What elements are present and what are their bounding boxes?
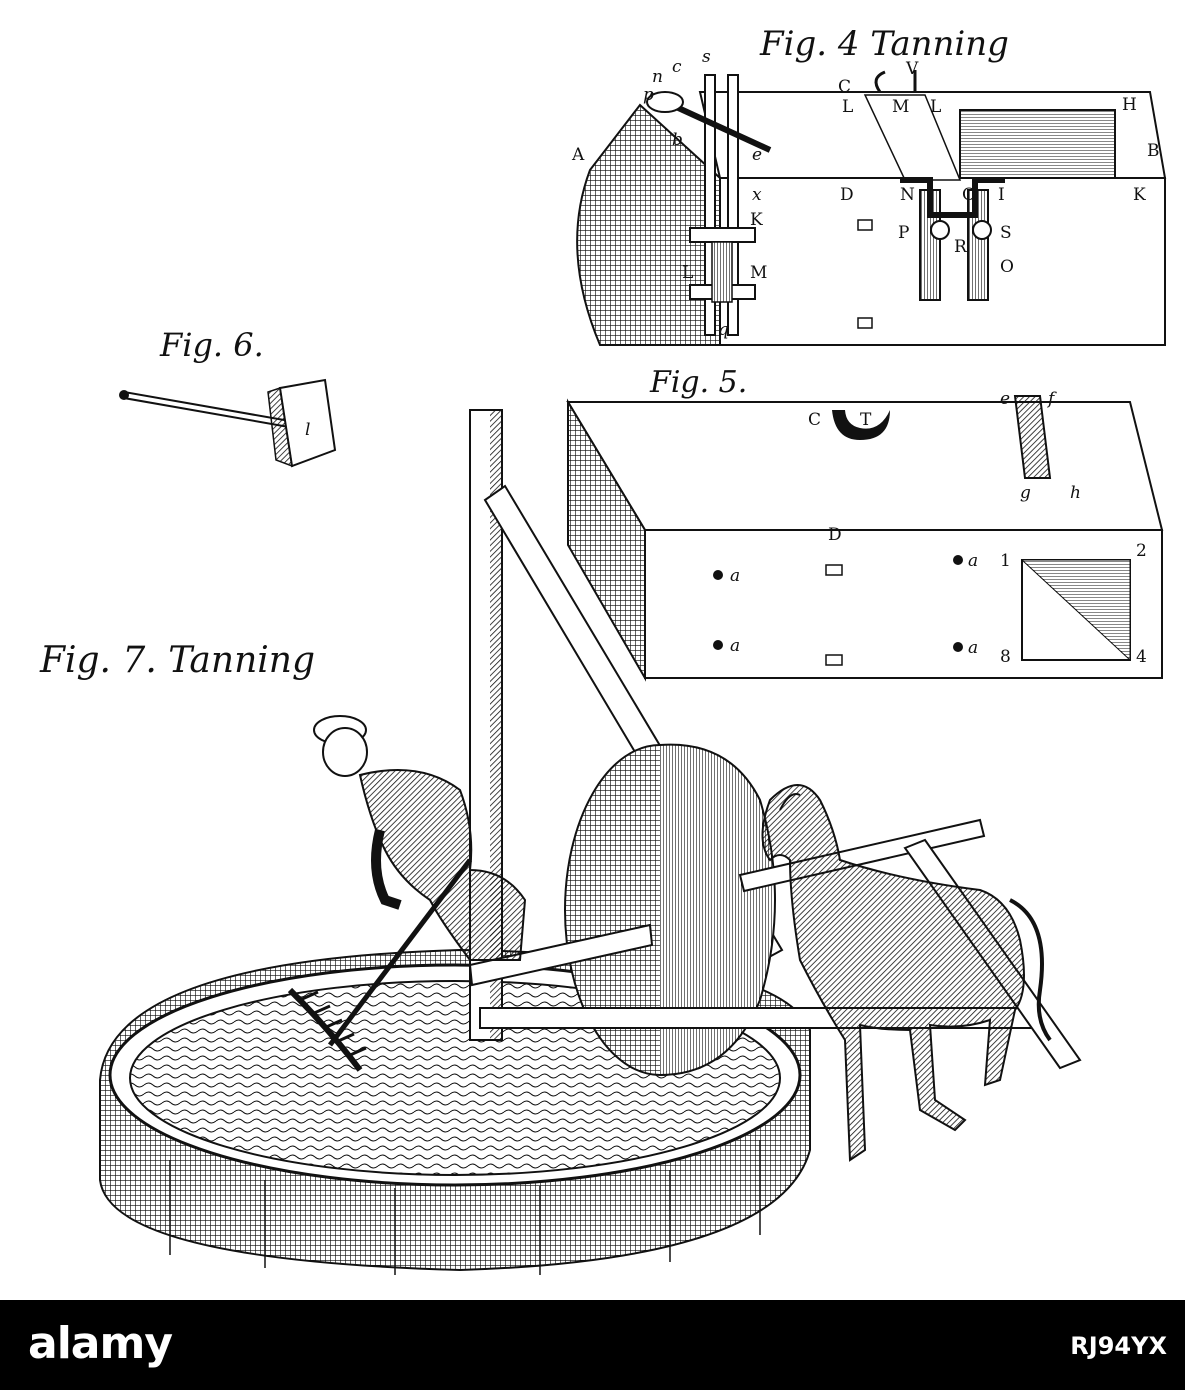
fig4-label: R	[954, 237, 968, 257]
fig4-label: M	[892, 97, 909, 117]
fig5-label: a	[968, 551, 978, 571]
fig4-label: K	[1133, 185, 1146, 205]
fig4-label: S	[1000, 223, 1012, 243]
fig6-label: l	[305, 420, 310, 440]
fig4-label: n	[652, 67, 663, 87]
fig4-label: O	[1000, 257, 1014, 277]
fig7-block: Fig. 7. Tanning	[39, 409, 1082, 1275]
fig4-caption: Fig. 4 Tanning	[759, 24, 1009, 64]
fig5-label: D	[828, 525, 842, 545]
fig4-block: Fig. 4 Tanning n c s p	[571, 24, 1167, 346]
fig4-label: N	[900, 185, 915, 205]
image-id: RJ94YX	[1070, 1332, 1167, 1360]
fig4-label: B	[1147, 141, 1160, 161]
fig4-label: D	[840, 185, 854, 205]
engraving-plate: Fig. 4 Tanning n c s p	[39, 24, 1167, 1275]
fig5-label: g	[1020, 483, 1031, 503]
fig5-label: 1	[1000, 551, 1011, 571]
horse-figure	[761, 784, 1052, 1162]
fig4-label: L	[842, 97, 853, 117]
fig6-caption: Fig. 6.	[159, 326, 264, 364]
fig4-label: C	[838, 77, 851, 97]
fig5-label: C	[808, 410, 821, 430]
fig4-label: x	[752, 185, 762, 205]
fig4-label: L	[682, 263, 693, 283]
fig5-label: 8	[1000, 647, 1011, 667]
fig4-label: q	[718, 320, 729, 340]
fig4-label: I	[998, 185, 1005, 205]
fig5-caption: Fig. 5.	[649, 365, 747, 400]
fig4-label: P	[898, 223, 909, 243]
fig5-label: f	[1046, 389, 1057, 409]
fig5-label: 4	[1136, 647, 1147, 667]
fig4-label: M	[750, 263, 767, 283]
fig4-label: V	[905, 59, 919, 79]
fig4-label: O	[962, 185, 976, 205]
fig5-label: h	[1070, 483, 1081, 503]
fig5-label: a	[968, 638, 978, 658]
fig4-label: H	[1122, 95, 1137, 115]
fig4-label: p	[643, 85, 654, 105]
worker-figure	[287, 715, 527, 1072]
fig5-label: a	[730, 636, 740, 656]
alamy-logo: alamy	[28, 1318, 173, 1369]
fig5-label: e	[1000, 389, 1010, 409]
fig4-label: A	[571, 145, 585, 165]
fig4-label: c	[672, 57, 682, 77]
fig5-label: a	[730, 566, 740, 586]
fig4-label: K	[750, 210, 763, 230]
stock-banner: alamy RJ94YX	[0, 1300, 1185, 1390]
fig5-block: Fig. 5. C T e f g h D a a a a 1 2 8 4	[566, 365, 1164, 682]
fig4-label: e	[752, 145, 762, 165]
fig6-block: Fig. 6. l	[119, 326, 337, 468]
fig4-label: b	[672, 130, 683, 150]
fig5-label: 2	[1136, 541, 1147, 561]
fig4-label: s	[702, 47, 711, 67]
fig4-label: L	[930, 97, 941, 117]
fig7-caption: Fig. 7. Tanning	[39, 640, 315, 681]
fig5-label: T	[860, 410, 872, 430]
